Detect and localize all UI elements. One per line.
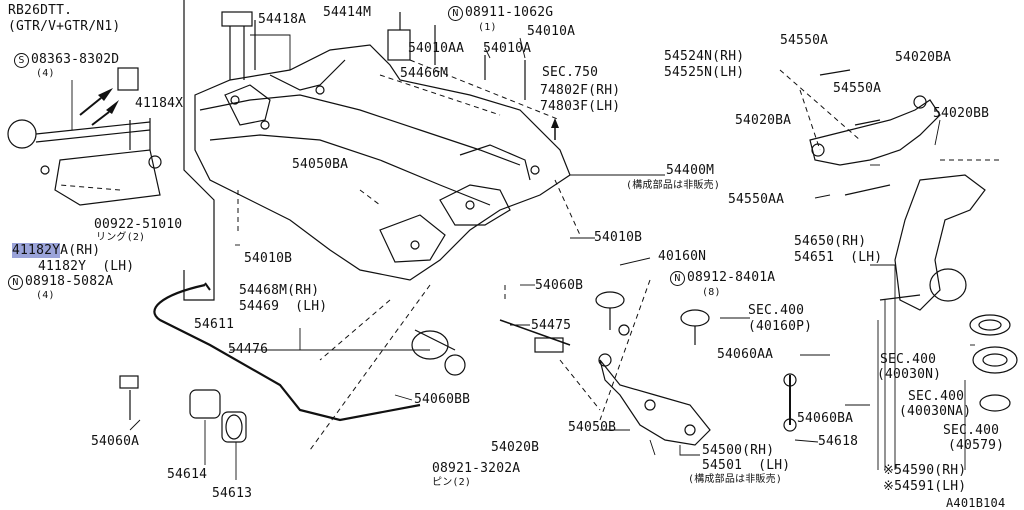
label-08363-qty: (4) [36, 68, 55, 79]
label-54614[interactable]: 54614 [167, 467, 208, 482]
crossmember-body [194, 44, 571, 281]
label-54010a-top[interactable]: 54010A [527, 24, 576, 39]
arrows [79, 88, 559, 140]
label-54010b-right[interactable]: 54010B [594, 230, 643, 245]
label-sec400-40579[interactable]: SEC.400 [943, 423, 1000, 438]
label-54050ba[interactable]: 54050BA [292, 157, 349, 172]
label-54525n[interactable]: 54525N(LH) [664, 65, 745, 80]
label-00922[interactable]: 00922-51010 [94, 217, 183, 232]
label-54010aa[interactable]: 54010AA [408, 41, 465, 56]
label-54591[interactable]: ※54591(LH) [883, 479, 967, 494]
stabilizer-bar-shape [153, 283, 421, 422]
label-54469[interactable]: 54469 (LH) [239, 299, 328, 314]
label-54010a[interactable]: 54010A [483, 41, 532, 56]
label-54611[interactable]: 54611 [194, 317, 235, 332]
label-54501[interactable]: 54501 (LH) [702, 458, 791, 473]
label-54590[interactable]: ※54590(RH) [883, 463, 967, 478]
label-sec750[interactable]: SEC.750 [542, 65, 599, 80]
figure-id: A401B104 [946, 496, 1006, 510]
label-54500[interactable]: 54500(RH) [702, 443, 775, 458]
n-circle-mark: N [448, 6, 463, 21]
label-40579[interactable]: (40579) [948, 438, 1005, 453]
label-54651[interactable]: 54651 (LH) [794, 250, 883, 265]
label-54550a[interactable]: 54550A [833, 81, 882, 96]
leader-lines [59, 59, 1000, 451]
label-54060ba[interactable]: 54060BA [797, 411, 854, 426]
label-54060a[interactable]: 54060A [91, 434, 140, 449]
label-54476[interactable]: 54476 [228, 342, 269, 357]
steering-knuckle [879, 174, 986, 311]
top-bolts [221, 11, 526, 100]
label-54618[interactable]: 54618 [818, 434, 859, 449]
inset-bracket [7, 67, 162, 206]
inset-frame [183, 0, 215, 301]
label-54650[interactable]: 54650(RH) [794, 234, 867, 249]
n-circle-mark: N [670, 271, 685, 286]
variant-line-1: RB26DTT. [8, 3, 73, 18]
label-54550a-top[interactable]: 54550A [780, 33, 829, 48]
label-54466m[interactable]: 54466M [400, 66, 449, 81]
label-40160p[interactable]: (40160P) [748, 319, 813, 334]
label-54050b[interactable]: 54050B [568, 420, 617, 435]
label-54020bb[interactable]: 54020BB [933, 106, 990, 121]
label-40030n[interactable]: (40030N) [877, 367, 942, 382]
label-54418a[interactable]: 54418A [258, 12, 307, 27]
label-41184x[interactable]: 41184X [135, 96, 184, 111]
label-40030na[interactable]: (40030NA) [899, 404, 972, 419]
label-54550aa[interactable]: 54550AA [728, 192, 785, 207]
label-sec400-40160p[interactable]: SEC.400 [748, 303, 805, 318]
label-40160n[interactable]: 40160N [658, 249, 707, 264]
label-54468m[interactable]: 54468M(RH) [239, 283, 320, 298]
label-sec400-40030n[interactable]: SEC.400 [880, 352, 937, 367]
label-08918-qty: (4) [36, 290, 55, 301]
label-54400m[interactable]: 54400M [666, 163, 715, 178]
label-54060aa[interactable]: 54060AA [717, 347, 774, 362]
label-54475[interactable]: 54475 [531, 318, 572, 333]
label-08911-qty: (1) [478, 22, 497, 33]
lower-arm [598, 353, 711, 446]
label-54414m[interactable]: 54414M [323, 5, 372, 20]
highlighted-part-41182y: 41182Y [12, 243, 61, 258]
label-54524n[interactable]: 54524N(RH) [664, 49, 745, 64]
label-54060bb[interactable]: 54060BB [414, 392, 471, 407]
label-00922-sub: リング(2) [96, 232, 146, 243]
label-08921[interactable]: 08921-3202A [432, 461, 521, 476]
label-74802f[interactable]: 74802F(RH) [540, 83, 621, 98]
solid-leaders [71, 34, 975, 480]
stabilizer-bushings [119, 375, 247, 443]
label-54010b-left[interactable]: 54010B [244, 251, 293, 266]
label-54400m-note: (構成部品は非販売) [626, 180, 721, 191]
bushing-part [411, 329, 466, 376]
n-circle-mark: N [8, 275, 23, 290]
hub-bearings [969, 314, 1018, 412]
s-circle-mark: S [14, 53, 29, 68]
label-54613[interactable]: 54613 [212, 486, 253, 501]
label-54020ba-top[interactable]: 54020BA [895, 50, 952, 65]
ball-joint [595, 291, 710, 345]
label-74803f[interactable]: 74803F(LH) [540, 99, 621, 114]
label-54500-note: (構成部品は非販売) [688, 474, 783, 485]
label-54020b[interactable]: 54020B [491, 440, 540, 455]
label-08912-qty: (8) [702, 287, 721, 298]
label-41182ya[interactable]: 41182YA(RH) [12, 243, 101, 258]
label-54020ba[interactable]: 54020BA [735, 113, 792, 128]
label-sec400-40030na[interactable]: SEC.400 [908, 389, 965, 404]
variant-line-2: (GTR/V+GTR/N1) [8, 19, 121, 34]
label-41182y[interactable]: 41182Y (LH) [38, 259, 135, 274]
upper-arm [809, 69, 941, 196]
label-54060b[interactable]: 54060B [535, 278, 584, 293]
label-08921-sub: ピン(2) [432, 477, 472, 488]
